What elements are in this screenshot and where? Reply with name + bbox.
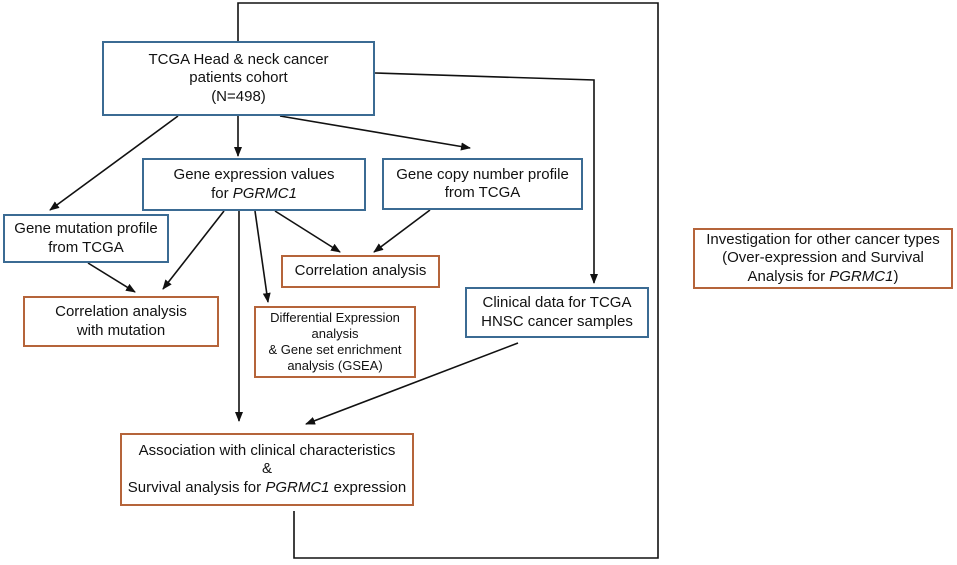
arrow-expression-to-differential	[254, 210, 271, 303]
association-box: Association with clinical characteristic…	[120, 433, 414, 506]
differential-expression-box: Differential Expression analysis & Gene …	[254, 306, 416, 378]
copy-number-line2: from TCGA	[444, 184, 521, 201]
arrow-mutation-to-correlation	[87, 262, 136, 293]
arrow-cohort-to-copy-number	[279, 115, 471, 151]
clinical-data-box: Clinical data for TCGA HNSC cancer sampl…	[465, 287, 649, 338]
other-cancers-line3: Analysis for PGRMC1)	[748, 268, 899, 286]
clinical-data-line2: HNSC cancer samples	[481, 312, 633, 330]
correlation-mutation-line2: with mutation	[76, 321, 166, 339]
mutation-profile-line2: from TCGA	[48, 238, 124, 256]
arrow-cohort-to-clinical	[374, 72, 598, 284]
gene-expression-line2-prefix: for	[211, 184, 233, 202]
other-cancers-box: Investigation for other cancer types (Ov…	[693, 228, 953, 289]
other-cancers-line3-suffix: )	[893, 267, 899, 285]
differential-expression-line1: Differential Expression	[270, 310, 400, 326]
gene-expression-line1: Gene expression values	[173, 166, 335, 184]
tcga-cohort-line1: TCGA Head & neck cancer	[148, 51, 329, 69]
differential-expression-line4: analysis (GSEA)	[287, 357, 383, 373]
tcga-cohort-box: TCGA Head & neck cancer patients cohort …	[102, 41, 375, 116]
tcga-cohort-line3: (N=498)	[211, 87, 266, 105]
gene-expression-gene: PGRMC1	[232, 184, 297, 202]
correlation-analysis-box: Correlation analysis	[281, 255, 440, 288]
association-gene: PGRMC1	[265, 478, 330, 496]
mutation-profile-line1: Gene mutation profile	[14, 220, 158, 238]
arrow-expression-to-correlation-mutation	[162, 210, 225, 290]
association-line3: Survival analysis for PGRMC1 expression	[128, 479, 406, 497]
other-cancers-line1: Investigation for other cancer types	[706, 231, 940, 249]
differential-expression-line2: analysis	[311, 326, 359, 342]
other-cancers-gene: PGRMC1	[829, 267, 894, 285]
copy-number-line1: Gene copy number profile	[396, 165, 569, 183]
association-line3-prefix: Survival analysis for	[127, 478, 266, 496]
arrow-expression-to-correlation	[274, 210, 341, 253]
feedback-loop-line	[237, 2, 659, 559]
differential-expression-line3: & Gene set enrichment	[268, 342, 402, 357]
tcga-cohort-line2: patients cohort	[189, 69, 288, 87]
mutation-profile-box: Gene mutation profile from TCGA	[3, 214, 169, 263]
association-line1: Association with clinical characteristic…	[138, 442, 396, 460]
gene-expression-line2: for PGRMC1	[211, 185, 297, 203]
other-cancers-line3-prefix: Analysis for	[747, 267, 830, 285]
association-line3-suffix: expression	[329, 478, 407, 496]
arrow-cohort-to-mutation	[49, 115, 179, 211]
correlation-mutation-line1: Correlation analysis	[55, 303, 187, 321]
association-line2: &	[261, 460, 272, 478]
arrow-clinical-to-association	[305, 342, 519, 425]
arrow-copy-number-to-correlation	[373, 209, 431, 253]
clinical-data-line1: Clinical data for TCGA	[482, 294, 632, 312]
copy-number-box: Gene copy number profile from TCGA	[382, 158, 583, 210]
correlation-mutation-box: Correlation analysis with mutation	[23, 296, 219, 347]
gene-expression-box: Gene expression values for PGRMC1	[142, 158, 366, 211]
correlation-analysis-line1: Correlation analysis	[294, 262, 427, 280]
other-cancers-line2: (Over-expression and Survival	[722, 249, 924, 267]
